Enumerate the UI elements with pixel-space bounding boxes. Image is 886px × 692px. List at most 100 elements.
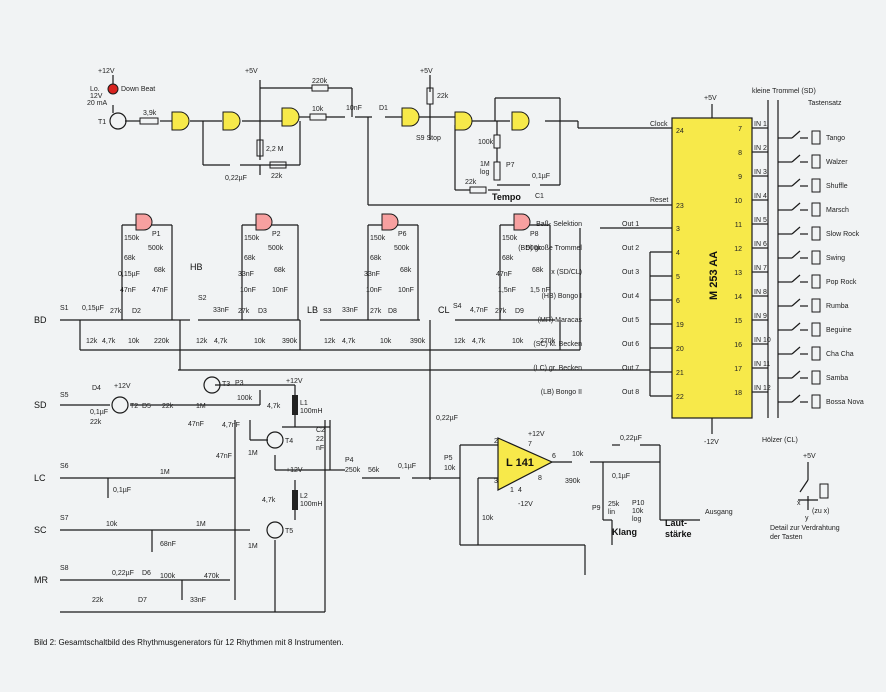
filter-r2: 68k bbox=[124, 255, 136, 262]
rhythm-footer: Hölzer (CL) bbox=[762, 437, 798, 444]
p9v-2: lin bbox=[608, 509, 615, 516]
chip-input-1: 7IN 1 bbox=[738, 121, 768, 133]
rhythm-key[interactable]: Swing bbox=[778, 250, 845, 265]
mr-r22-label: 22k bbox=[92, 597, 104, 604]
rhythm-key[interactable]: Marsch bbox=[778, 202, 849, 217]
d7-label: D7 bbox=[138, 597, 147, 604]
led-icon bbox=[107, 83, 119, 95]
p4-label: P4 bbox=[345, 457, 354, 464]
l1v-label: 100mH bbox=[300, 408, 323, 415]
rhythm-key[interactable]: Beguine bbox=[778, 322, 852, 337]
rhythm-name: Tango bbox=[826, 135, 845, 142]
chip-output-label: Out 1 bbox=[622, 221, 639, 228]
rhythm-key[interactable]: Walzer bbox=[778, 154, 848, 169]
bd-r220: 220k bbox=[154, 338, 170, 345]
chip-output-label: Out 3 bbox=[622, 269, 639, 276]
chip-reset-label: Reset bbox=[650, 197, 668, 204]
chip-output-desc: (SC) kl. Becken bbox=[533, 341, 582, 348]
amp-r390-label: 390k bbox=[565, 478, 581, 485]
chip-supply-bottom: -12V bbox=[704, 439, 719, 446]
chip-input-label: IN 7 bbox=[754, 265, 767, 272]
r2-label: 10k bbox=[312, 106, 324, 113]
r100k-label: 100k bbox=[478, 139, 494, 146]
filter-c2: 10nF bbox=[366, 287, 382, 294]
detail-note: (zu x) bbox=[812, 508, 830, 515]
chip-output-desc: Baß- Selektion bbox=[536, 221, 582, 228]
instrument-labels: BD SD LC SC MR bbox=[34, 315, 48, 585]
r1m-label: 1M bbox=[196, 403, 206, 410]
d1-label: D1 bbox=[379, 105, 388, 112]
p4v-label: 250k bbox=[345, 467, 361, 474]
chip-output-label: Out 5 bbox=[622, 317, 639, 324]
chip-m253aa: +5V -12V M 253 AA Clock Reset 24 23 3Out… bbox=[518, 95, 771, 446]
bd-r-label: 27k bbox=[110, 308, 122, 315]
key-switch-icon bbox=[811, 370, 821, 385]
rhythm-key[interactable]: Samba bbox=[778, 370, 848, 385]
d4-label: D4 bbox=[92, 385, 101, 392]
key-switch-icon bbox=[811, 178, 821, 193]
p3v-label: 100k bbox=[237, 395, 253, 402]
chip-input-pin: 8 bbox=[738, 150, 742, 157]
l2-label: L2 bbox=[300, 493, 308, 500]
lc-c-label: 0,1µF bbox=[113, 487, 131, 494]
chip-output-pin: 5 bbox=[676, 274, 680, 281]
detail-axis-x: x bbox=[797, 500, 801, 507]
led-note-3: 20 mA bbox=[87, 100, 108, 107]
filter-c1: 47nF bbox=[496, 271, 512, 278]
chip-output-pin: 19 bbox=[676, 322, 684, 329]
mr-r470-label: 470k bbox=[204, 573, 220, 580]
amp-c2-label: 0,1µF bbox=[612, 473, 630, 480]
rhythm-name: Shuffle bbox=[826, 183, 848, 190]
rhythm-key[interactable]: Shuffle bbox=[778, 178, 848, 193]
rhythm-key[interactable]: Tango bbox=[778, 130, 845, 145]
chip-output-desc: (MR) Maracas bbox=[538, 317, 583, 324]
filter-c2: 47nF bbox=[120, 287, 136, 294]
chip-output-desc: (HB) Bongo I bbox=[542, 293, 583, 300]
detail-supply: +5V bbox=[803, 453, 816, 460]
p10v-2: log bbox=[632, 516, 641, 523]
filter-pot: P6 bbox=[398, 231, 407, 238]
instrument-lc: LC bbox=[34, 473, 46, 483]
rhythm-name: Slow Rock bbox=[826, 231, 860, 238]
bd-c-label: 0,15µF bbox=[82, 305, 104, 312]
rhythm-key[interactable]: Cha Cha bbox=[778, 346, 854, 361]
s3-label: S3 bbox=[323, 308, 332, 315]
chip-input-label: IN 9 bbox=[754, 313, 767, 320]
chip-input-label: IN 11 bbox=[754, 361, 770, 368]
rhythm-key[interactable]: Slow Rock bbox=[778, 226, 860, 241]
p7-val-2: log bbox=[480, 169, 489, 176]
c2-name: C1 bbox=[535, 193, 544, 200]
p5-label: P5 bbox=[444, 455, 453, 462]
key-switch-icon bbox=[811, 130, 821, 145]
inductor-l2-icon bbox=[292, 490, 298, 510]
hb-r-label: 27k bbox=[238, 308, 250, 315]
rhythm-key[interactable]: Pop Rock bbox=[778, 274, 857, 289]
p10-label: P10 bbox=[632, 500, 645, 507]
rhythm-key[interactable]: Rumba bbox=[778, 298, 849, 313]
rhythm-name: Marsch bbox=[826, 207, 849, 214]
chip-input-label: IN 4 bbox=[754, 193, 767, 200]
filter-r2: 68k bbox=[502, 255, 514, 262]
filter-pot: P2 bbox=[272, 231, 281, 238]
amp-supply-n: -12V bbox=[518, 501, 533, 508]
instrument-bd: BD bbox=[34, 315, 47, 325]
rhythm-key[interactable]: Bossa Nova bbox=[778, 394, 864, 409]
hb-r12: 12k bbox=[196, 338, 208, 345]
tempo-label: Tempo bbox=[492, 192, 521, 202]
r1mc-label: 1M bbox=[248, 543, 258, 550]
wiring bbox=[60, 75, 779, 613]
chip-output-5: 19 Out 5 (MR) Maracas bbox=[538, 317, 684, 329]
noise-r22-label: 22k bbox=[90, 419, 102, 426]
amp-pin-3: 3 bbox=[494, 478, 498, 485]
hb-r390: 390k bbox=[282, 338, 298, 345]
cl-label: CL bbox=[438, 305, 450, 315]
detail-text: Detail zur Verdrahtung der Tasten bbox=[770, 525, 840, 541]
